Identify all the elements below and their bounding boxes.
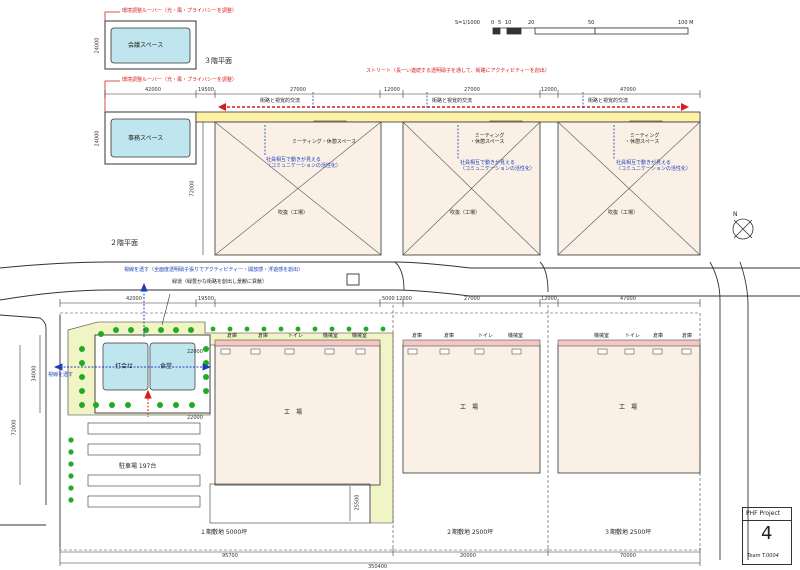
bottom-dim: 20000 [460, 553, 476, 559]
exchange-label: 街路と視覚的交流 [260, 98, 301, 104]
site-label: ３期敷地 2500坪 [604, 529, 652, 536]
site-label: ２期敷地 2500坪 [446, 529, 494, 536]
bottom-dim: 70000 [620, 553, 636, 559]
factory-label: 工 場 [284, 409, 303, 416]
roads [0, 261, 800, 560]
meeting-room-label: 打合せ [115, 363, 134, 370]
floor1-top-dim: 47000 [620, 296, 636, 302]
floor2-title: ２階平面 [110, 239, 138, 247]
exchange-label: 街路と視覚的交流 [432, 98, 473, 104]
street-band [195, 111, 701, 123]
left-dim: 72000 [11, 419, 18, 436]
bay-label: 機械室 [508, 333, 524, 339]
parking-label: 駐車場 197台 [119, 463, 157, 470]
bottom-dim: 95700 [222, 553, 238, 559]
meeting-label: ミーティング ・休憩スペース [625, 133, 660, 145]
staff-note: 社員相互で動きが見える （コミュニケーションの活性化） [616, 160, 691, 173]
floor2-top-dim: 27000 [290, 87, 306, 93]
bay-label: トイレ [478, 333, 494, 339]
bay-label: 倉庫 [653, 333, 664, 339]
inner-dim: 25500 [354, 494, 361, 511]
scale-tick: 100 M [678, 20, 694, 26]
north-label: N [733, 211, 738, 218]
bay-label: 機械室 [323, 333, 339, 339]
bottom-dim: 350400 [368, 564, 388, 570]
see-through-side-label: 視線を透す [48, 372, 74, 378]
trees [68, 326, 386, 503]
project-name: PHF Project [746, 510, 781, 517]
atrium-label: 吹抜（工場） [278, 210, 309, 216]
floor3-room-dim: 24000 [94, 37, 101, 54]
floor3-louver-note: 環境調整ルーバー（光・風・プライバシーを調整） [122, 8, 237, 14]
atrium-label: 吹抜（工場） [450, 210, 481, 216]
bay-label: トイレ [288, 333, 304, 339]
floor2-top-dim: 12000 [541, 87, 557, 93]
cafeteria-label: 食堂 [160, 363, 173, 370]
floor1-top-dim: 12000 [396, 296, 412, 302]
scale-tick: 50 [588, 20, 595, 26]
factory-label: 工 場 [619, 404, 638, 411]
bay-label: トイレ [625, 333, 641, 339]
bay-label: 倉庫 [444, 333, 455, 339]
bay-label: 倉庫 [227, 333, 238, 339]
scale-bar [492, 27, 689, 35]
left-dim: 34000 [31, 365, 38, 382]
floor2-side-dim: 72000 [189, 180, 196, 197]
parking-lot [87, 422, 371, 524]
bay-label: 倉庫 [412, 333, 423, 339]
scale-tick: 20 [528, 20, 535, 26]
floor3-title: ３階平面 [204, 57, 232, 65]
north-arrow [732, 218, 754, 240]
project-badge: PHF Project 4 Team T.0004 [742, 507, 792, 565]
factory-label: 工 場 [460, 404, 479, 411]
bay-label: 倉庫 [258, 333, 269, 339]
floor2-top-dim: 47000 [620, 87, 636, 93]
green-path-note: 緑道（緑豊かな街路を創出し景観に貢献） [172, 279, 268, 285]
meeting-label: ミーティング・休憩スペース [292, 139, 357, 145]
team-label: Team T.0004 [747, 553, 779, 559]
staff-note: 社員相互で動きが見える （コミュニケーションの活性化） [460, 160, 535, 173]
see-through-note: 視線を透す（全面度透明硝子張りでアクティビティー・開放感・浮遊感を創出） [124, 267, 304, 273]
street-note: ストリート（長ーい連続する透明硝子を通して、街路にアクティビティーを創出） [366, 68, 550, 74]
floor2-room-dim: 24000 [94, 130, 101, 147]
floor3-room-label: 会議スペース [128, 42, 164, 49]
floor2-room-label: 事務スペース [128, 135, 164, 142]
exchange-label: 街路と視覚的交流 [588, 98, 629, 104]
staff-note: 社員相互で動きが見える （コミュニケーションの活性化） [266, 157, 341, 170]
scale-tick: 10 [505, 20, 512, 26]
floor2-top-dim: 42000 [145, 87, 161, 93]
meeting-label: ミーティング ・休憩スペース [470, 133, 505, 145]
scale-label: S=1/1000 [455, 20, 480, 26]
floor2-top-dim: 12000 [384, 87, 400, 93]
bay-label: 機械室 [352, 333, 368, 339]
scale-tick: 5 [498, 20, 502, 26]
floor1-top-dim: 42000 [126, 296, 142, 302]
project-number: 4 [761, 523, 773, 544]
site-label: １期敷地 5000坪 [200, 529, 248, 536]
bay-label: 倉庫 [682, 333, 693, 339]
floor1-top-dim: 27000 [464, 296, 480, 302]
scale-tick: 0 [491, 20, 495, 26]
floor2-louver-note: 環境調整ルーバー（光・風・プライバシーを調整） [122, 77, 237, 83]
floor1-top-dim: 12000 [541, 296, 557, 302]
inner-dim: 22000 [187, 349, 203, 355]
floor2-top-dim: 27000 [464, 87, 480, 93]
bay-label: 機械室 [594, 333, 610, 339]
floor1-top-dim: 5000 [382, 296, 395, 302]
floor2-top-dim: 19500 [198, 87, 214, 93]
inner-dim: 22000 [187, 415, 203, 421]
atrium-label: 吹抜（工場） [608, 210, 639, 216]
floor1-top-dim: 19500 [198, 296, 214, 302]
